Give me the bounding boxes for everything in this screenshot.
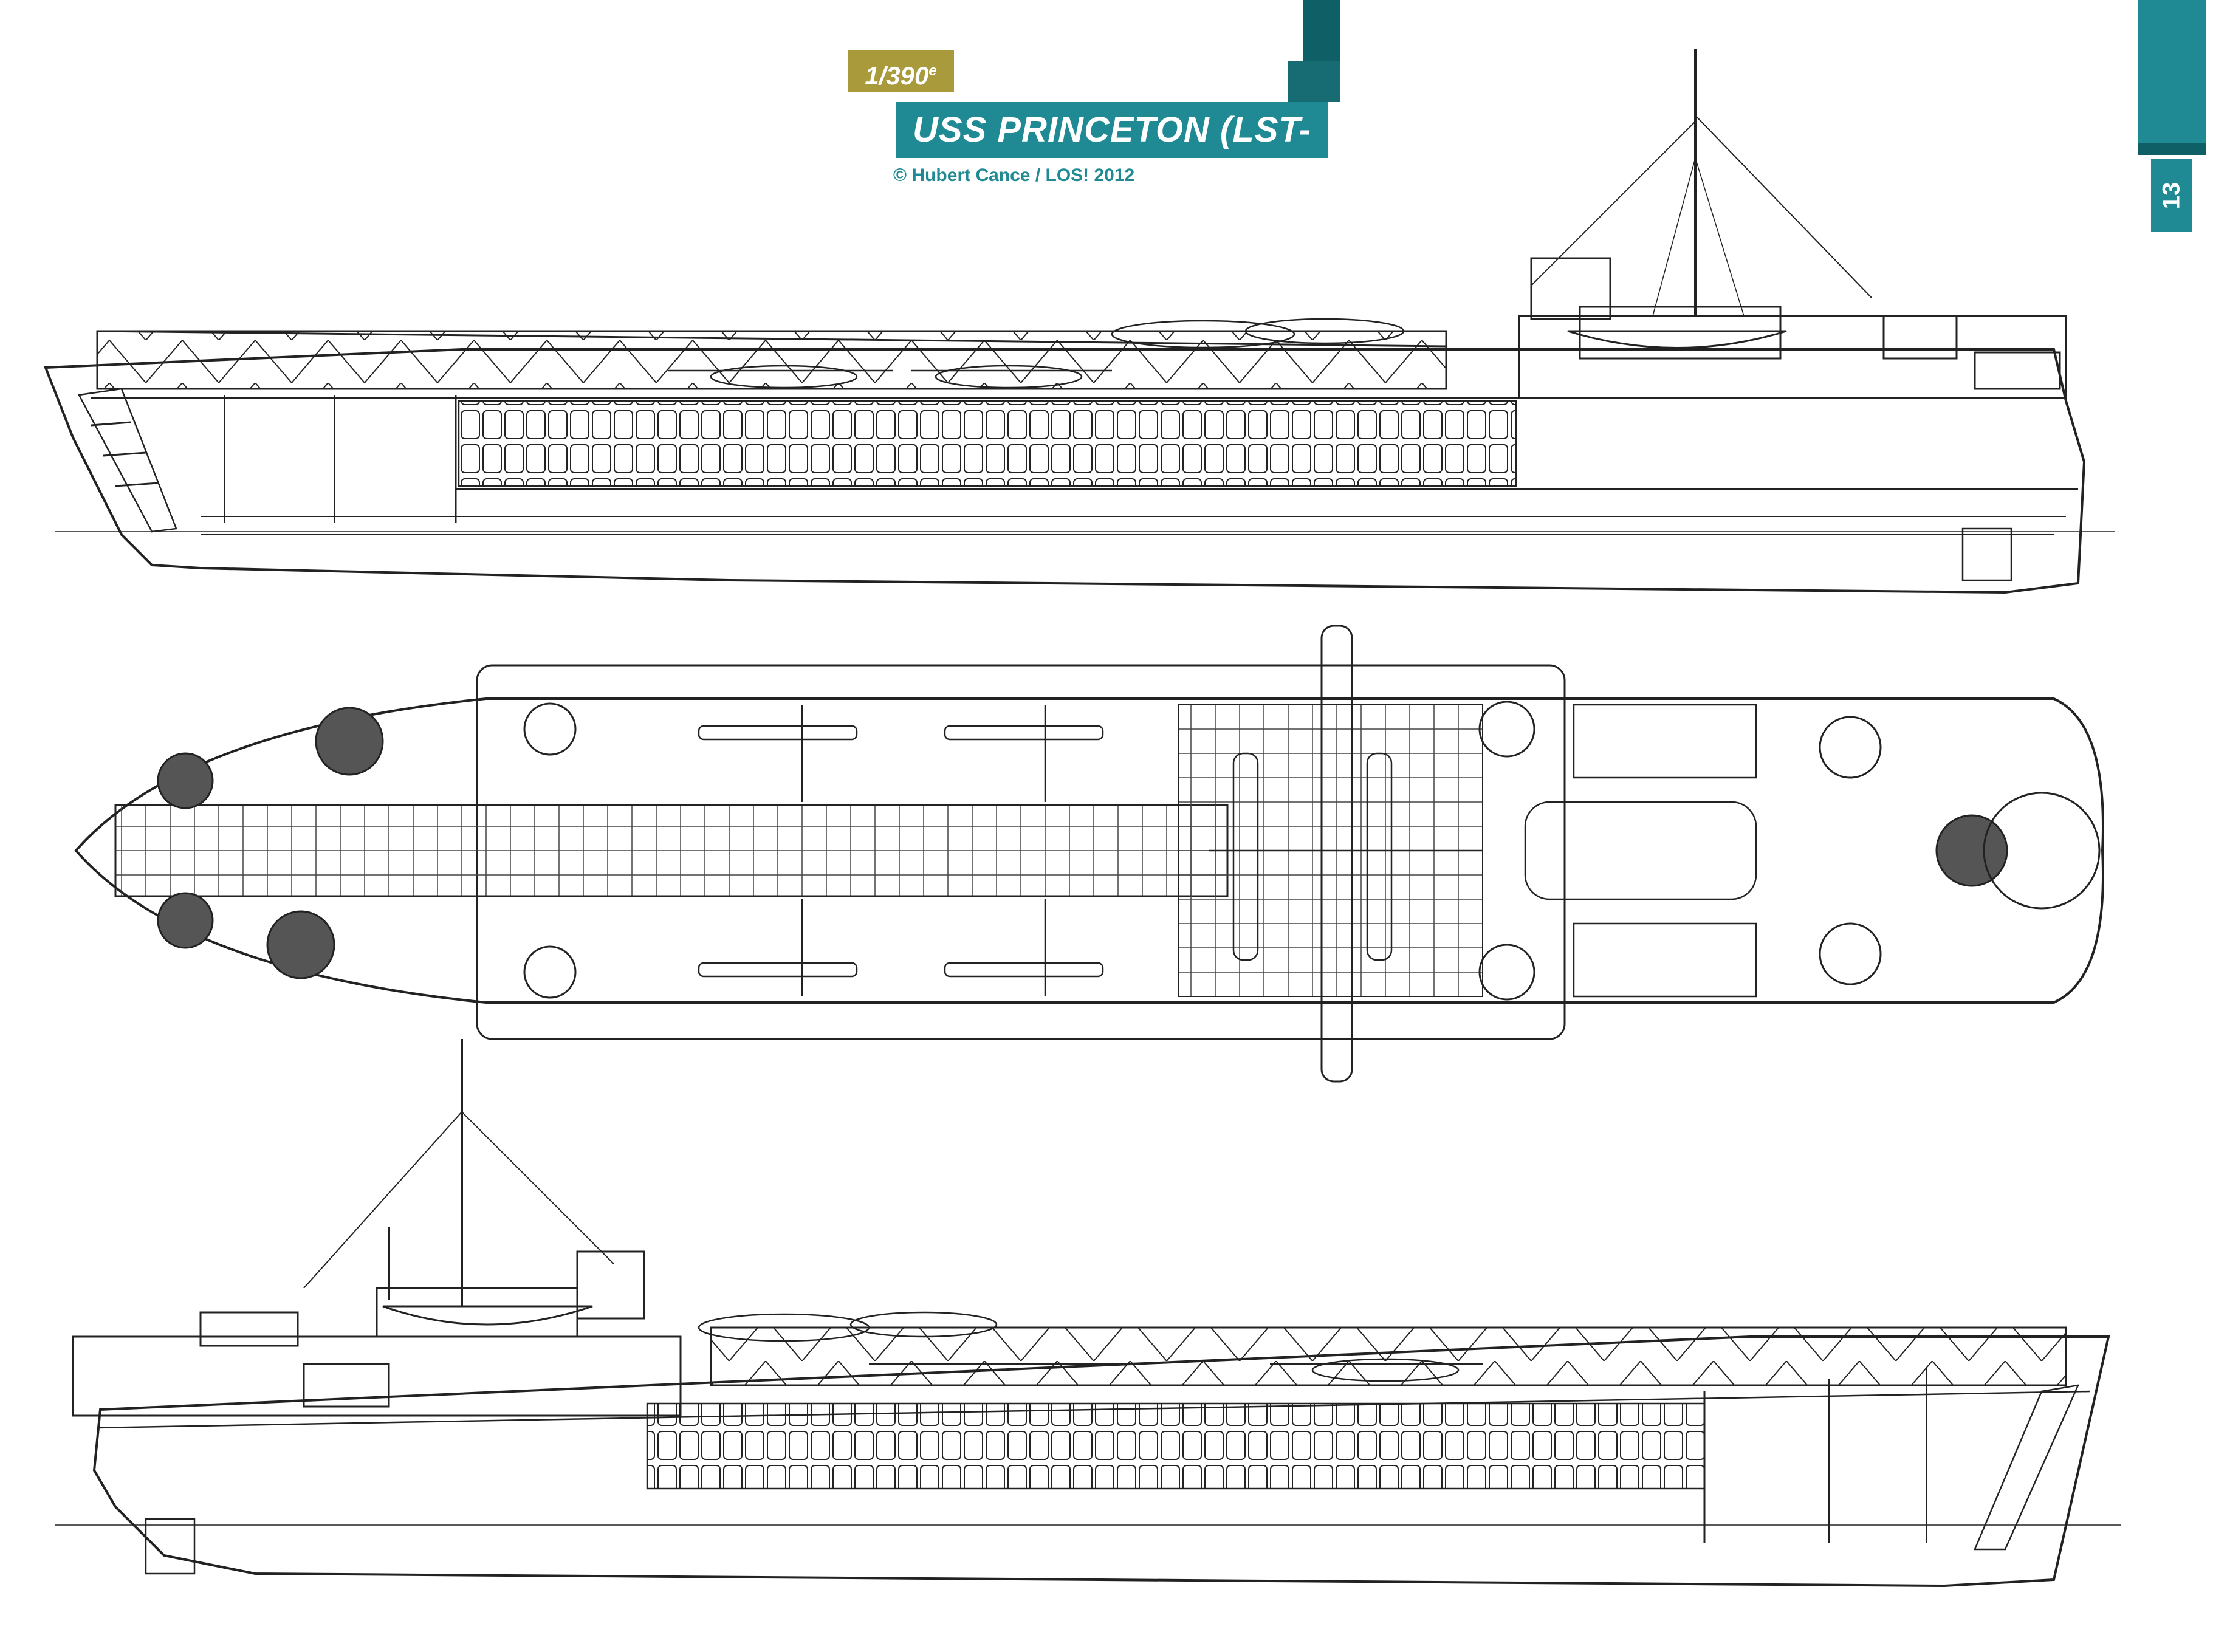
ribbon-fold-mid [1288,61,1340,102]
bow-ramp [78,388,177,533]
hull-panels-2 [646,1402,1706,1490]
hull-outline [44,348,2086,594]
gun-tub-12 [1983,792,2101,910]
gun-tub-7 [523,945,577,999]
stern-rudder [1961,527,2012,581]
starboard-profile-view [44,49,2115,594]
port-profile-view [55,1039,2121,1588]
scale-badge: 1/390e [848,50,954,92]
gun-tub-6 [523,702,577,756]
title-banner: USS PRINCETON (LST-906) [896,102,1328,205]
gun-tub-8 [1478,701,1535,758]
central-runway [114,804,1229,897]
superstructure [1518,315,2067,399]
bridge-plan [1524,801,1757,900]
gun-tub-9 [1478,944,1535,1001]
ship-title: USS PRINCETON (LST-906) [913,110,1311,205]
credit-line: © Hubert Cance / LOS! 2012 [893,165,1135,185]
gun-tub-10 [1819,716,1882,779]
biplanes-on-deck [698,705,1483,996]
lifeboat [1567,330,1787,349]
hull-panels [458,400,1517,487]
stern-rudder-2 [145,1518,196,1575]
gun-tub-1 [157,752,214,809]
bow-ramp-2 [1974,1384,2080,1551]
page-tab [2138,0,2206,143]
gun-tub-4 [266,910,335,979]
deck-plan-view [74,625,2104,1083]
deck-aircraft-group [668,318,1405,389]
lifeboat-2 [382,1305,593,1326]
gun-tub-3 [157,892,214,949]
aft-deckhouse-port [1573,922,1757,998]
aft-deckhouse-stbd [1573,704,1757,779]
wing-crossdeck [1320,625,1353,1083]
page-number-tab: 13 [2151,159,2192,232]
superstructure-2 [72,1335,682,1417]
scale-label: 1/390 [865,61,929,90]
scale-superscript: e [928,63,937,79]
page-tab-fold [2138,143,2206,155]
gun-tub-5 [1935,814,2008,887]
gun-tub-11 [1819,922,1882,985]
flight-deck-truss [96,330,1447,390]
hull-plan-outline [74,697,2104,1004]
gun-tub-2 [315,707,384,776]
deck-aircraft-group-2 [698,1311,1483,1382]
